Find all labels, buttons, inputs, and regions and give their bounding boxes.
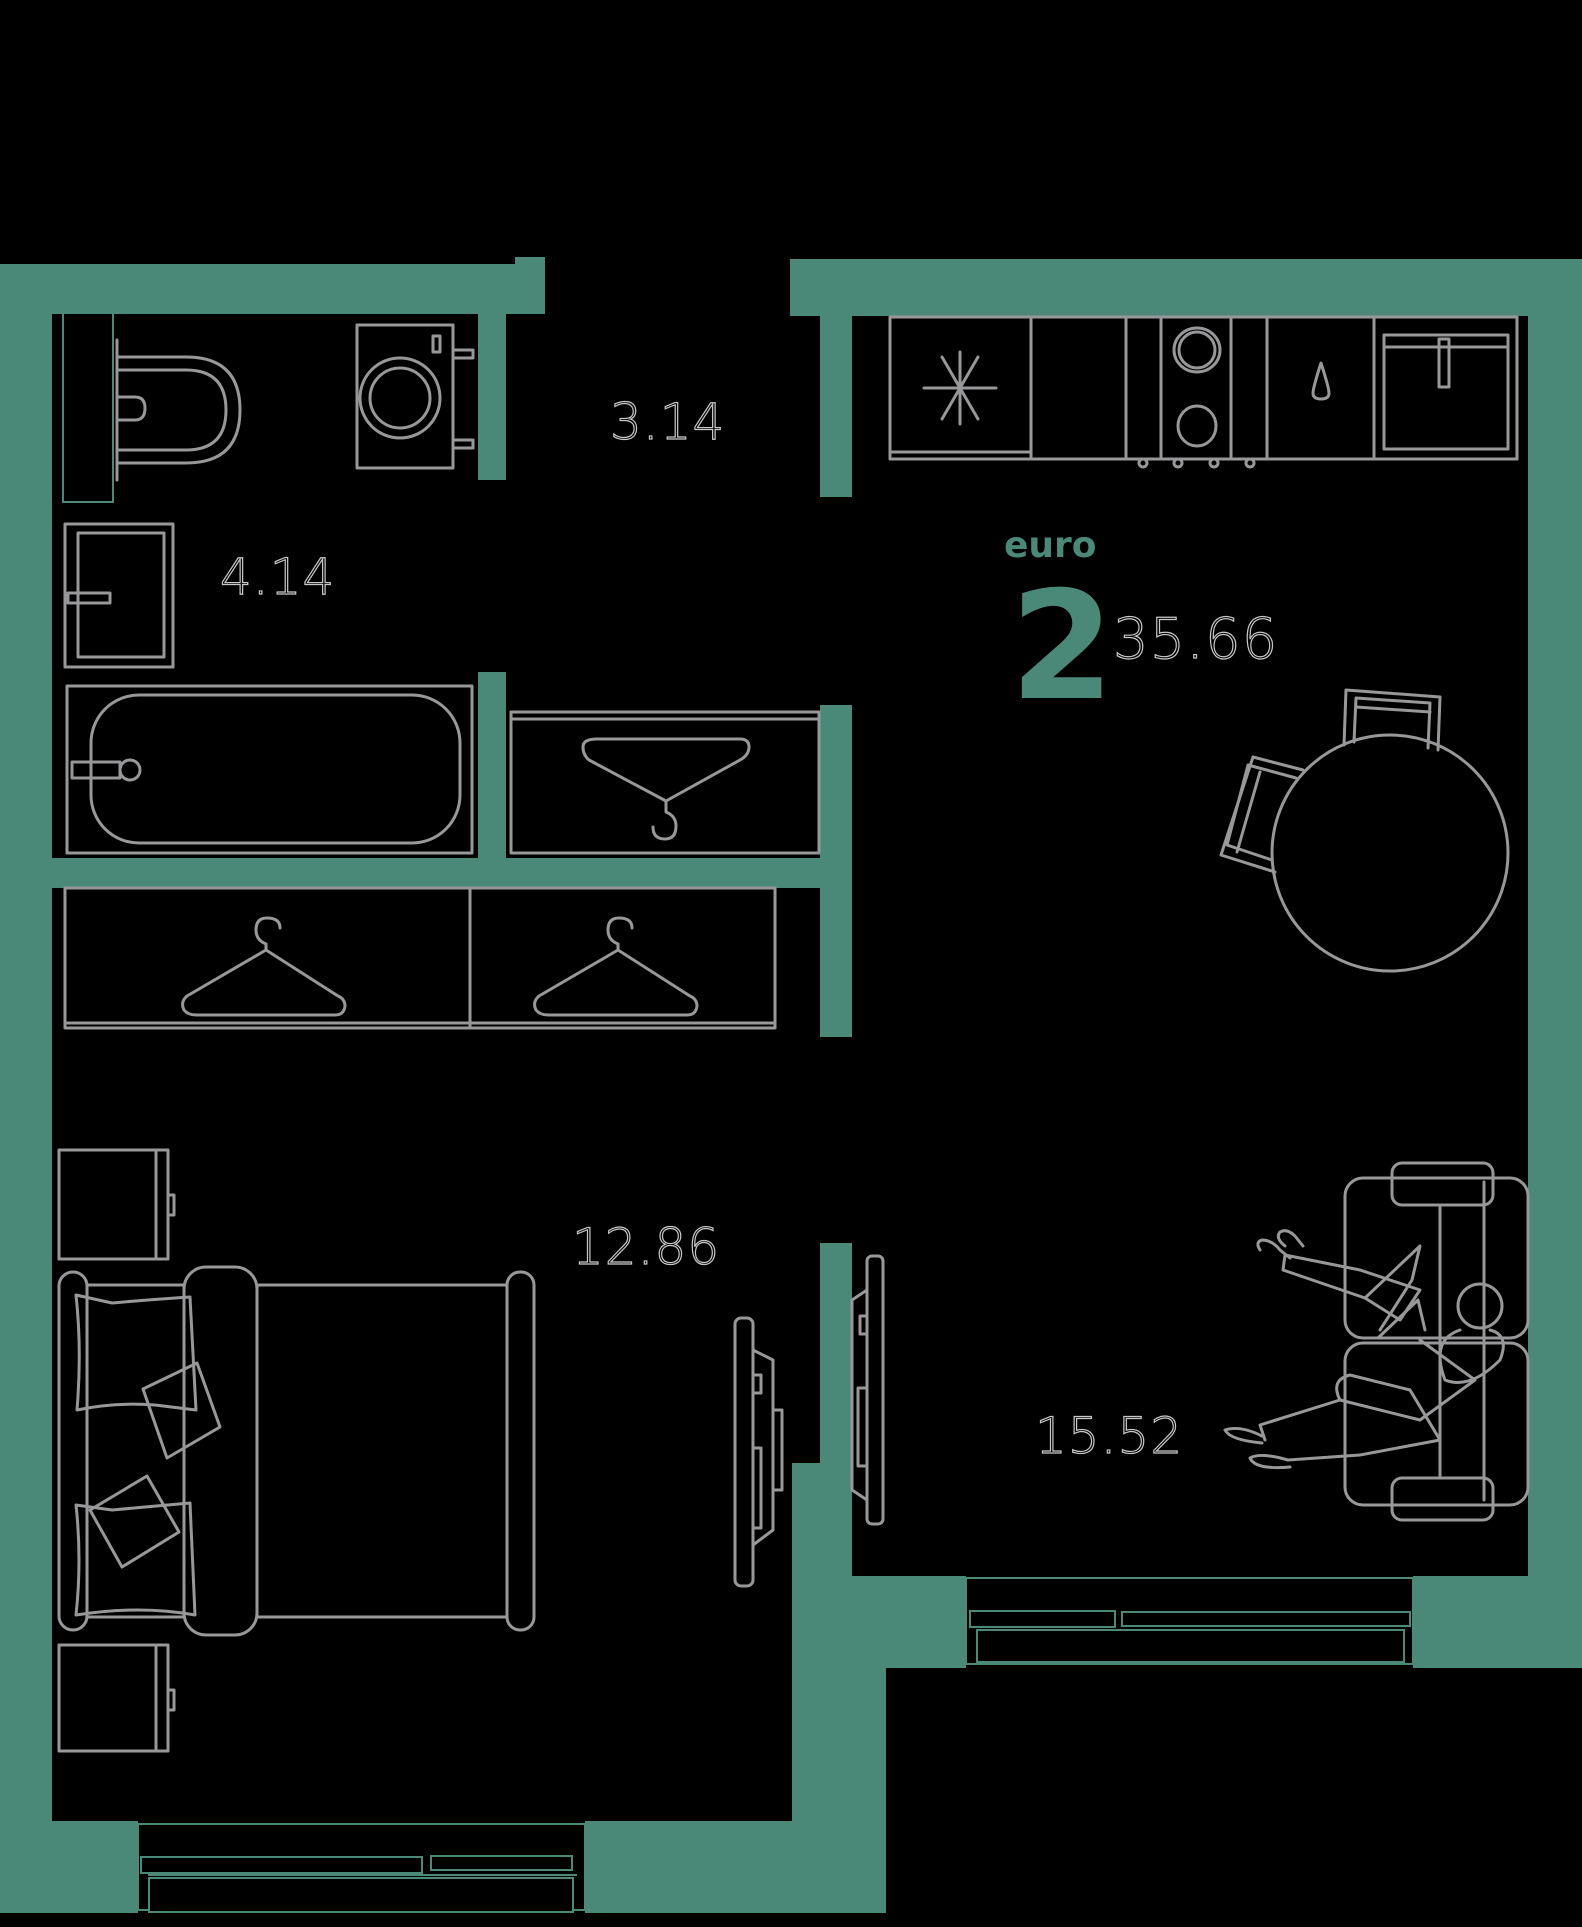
apartment-type-label: euro [1004,525,1097,566]
chair-icon [1342,688,1442,752]
bed-icon [57,1265,536,1637]
sofa-icon [1343,1161,1530,1522]
window-living [965,1577,1414,1665]
washbasin-icon [63,522,175,669]
area-hallway: 3.14 [609,393,726,451]
fridge-icon [922,350,998,426]
nightstand-icon [57,1148,176,1261]
chair-icon [1219,755,1305,874]
cooktop-icon [1137,326,1256,469]
kitchen-counter [888,315,1519,461]
rooms-count: 2 [1010,560,1115,734]
tv-icon [850,1254,885,1526]
nightstand-icon [57,1643,176,1753]
tv-icon [733,1316,784,1588]
dining-table-icon [1270,733,1510,973]
window-bedroom [137,1823,586,1913]
area-bathroom: 4.14 [219,548,336,606]
total-area: 35.66 [1112,607,1279,672]
area-bedroom: 12.86 [571,1218,721,1276]
sink-icon [1382,333,1510,451]
wardrobe-right [468,886,777,1030]
people-icon [1223,1229,1505,1470]
wardrobe-left [63,886,472,1030]
dishwasher-icon [1311,361,1331,401]
area-kitchen-living: 15.52 [1034,1407,1184,1465]
bathtub-icon [65,684,474,855]
walls [0,257,1582,1927]
wardrobe-closet [509,710,821,855]
washing-machine-icon [355,323,475,470]
toilet-icon [62,311,242,503]
